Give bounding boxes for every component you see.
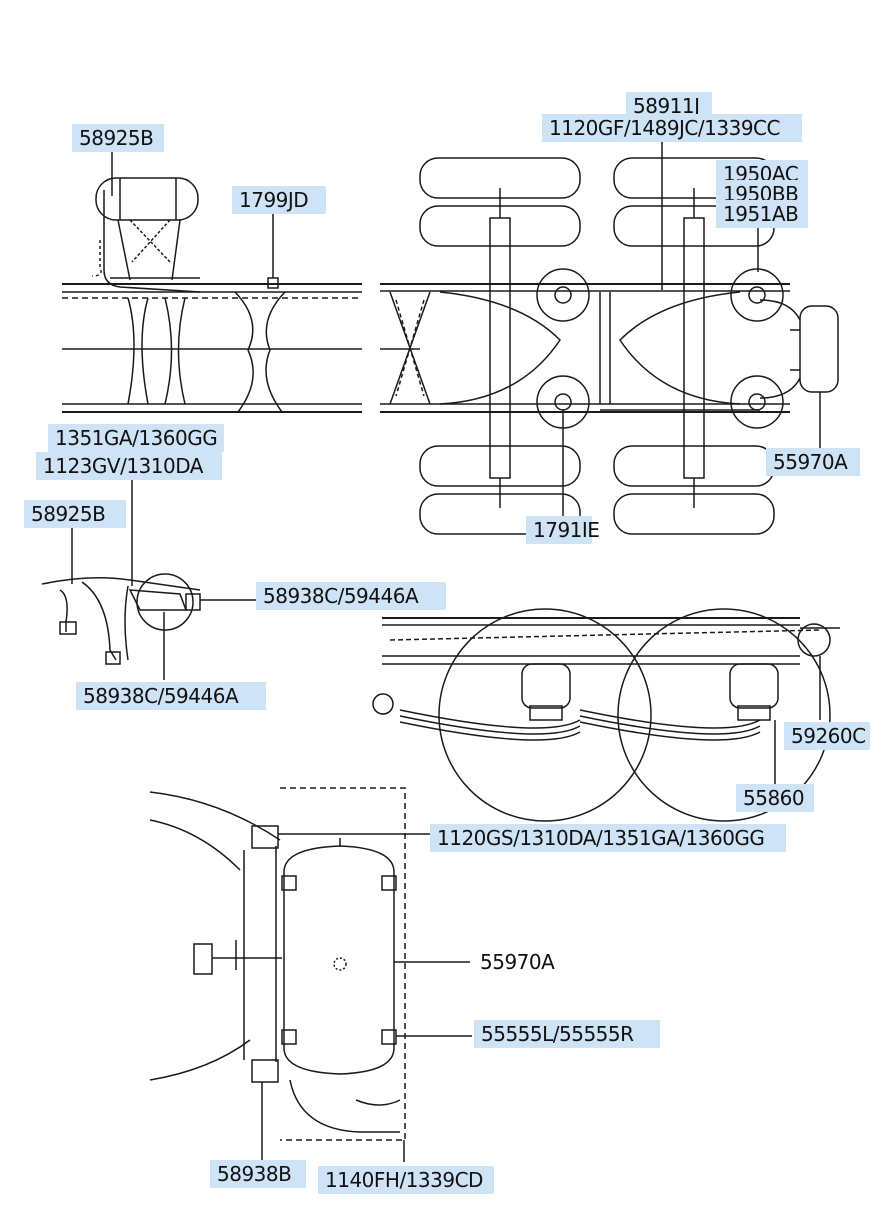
top-right-plan-view [380, 140, 839, 535]
label-55970a-lower: 55970A [480, 950, 555, 974]
label-55860: 55860 [736, 784, 814, 812]
top-left-frame-view [62, 152, 362, 413]
label-1123gv: 1123GV/1310DA [36, 452, 222, 480]
label-59260c: 59260C [784, 722, 870, 750]
bottom-tank-view [149, 787, 472, 1162]
label-58938c-lower: 58938C/59446A [76, 682, 266, 710]
label-55970a-right: 55970A [766, 448, 860, 476]
middle-right-side-view [372, 608, 840, 822]
label-1351ga: 1351GA/1360GG [48, 424, 224, 452]
label-55555: 55555L/55555R [474, 1020, 660, 1048]
label-1791ie: 1791IE [526, 516, 600, 544]
label-58925b-top: 58925B [72, 124, 164, 152]
label-1120gf: 1120GF/1489JC/1339CC [542, 114, 802, 142]
middle-left-brake-view [41, 476, 256, 680]
label-1799jd: 1799JD [232, 186, 326, 214]
label-1140fh: 1140FH/1339CD [318, 1166, 494, 1194]
label-58938b: 58938B [210, 1160, 306, 1188]
label-1120gs: 1120GS/1310DA/1351GA/1360GG [430, 824, 786, 852]
label-58925b-left: 58925B [24, 500, 126, 528]
label-58938c-upper: 58938C/59446A [256, 582, 446, 610]
label-1951ab: 1951AB [716, 200, 808, 228]
